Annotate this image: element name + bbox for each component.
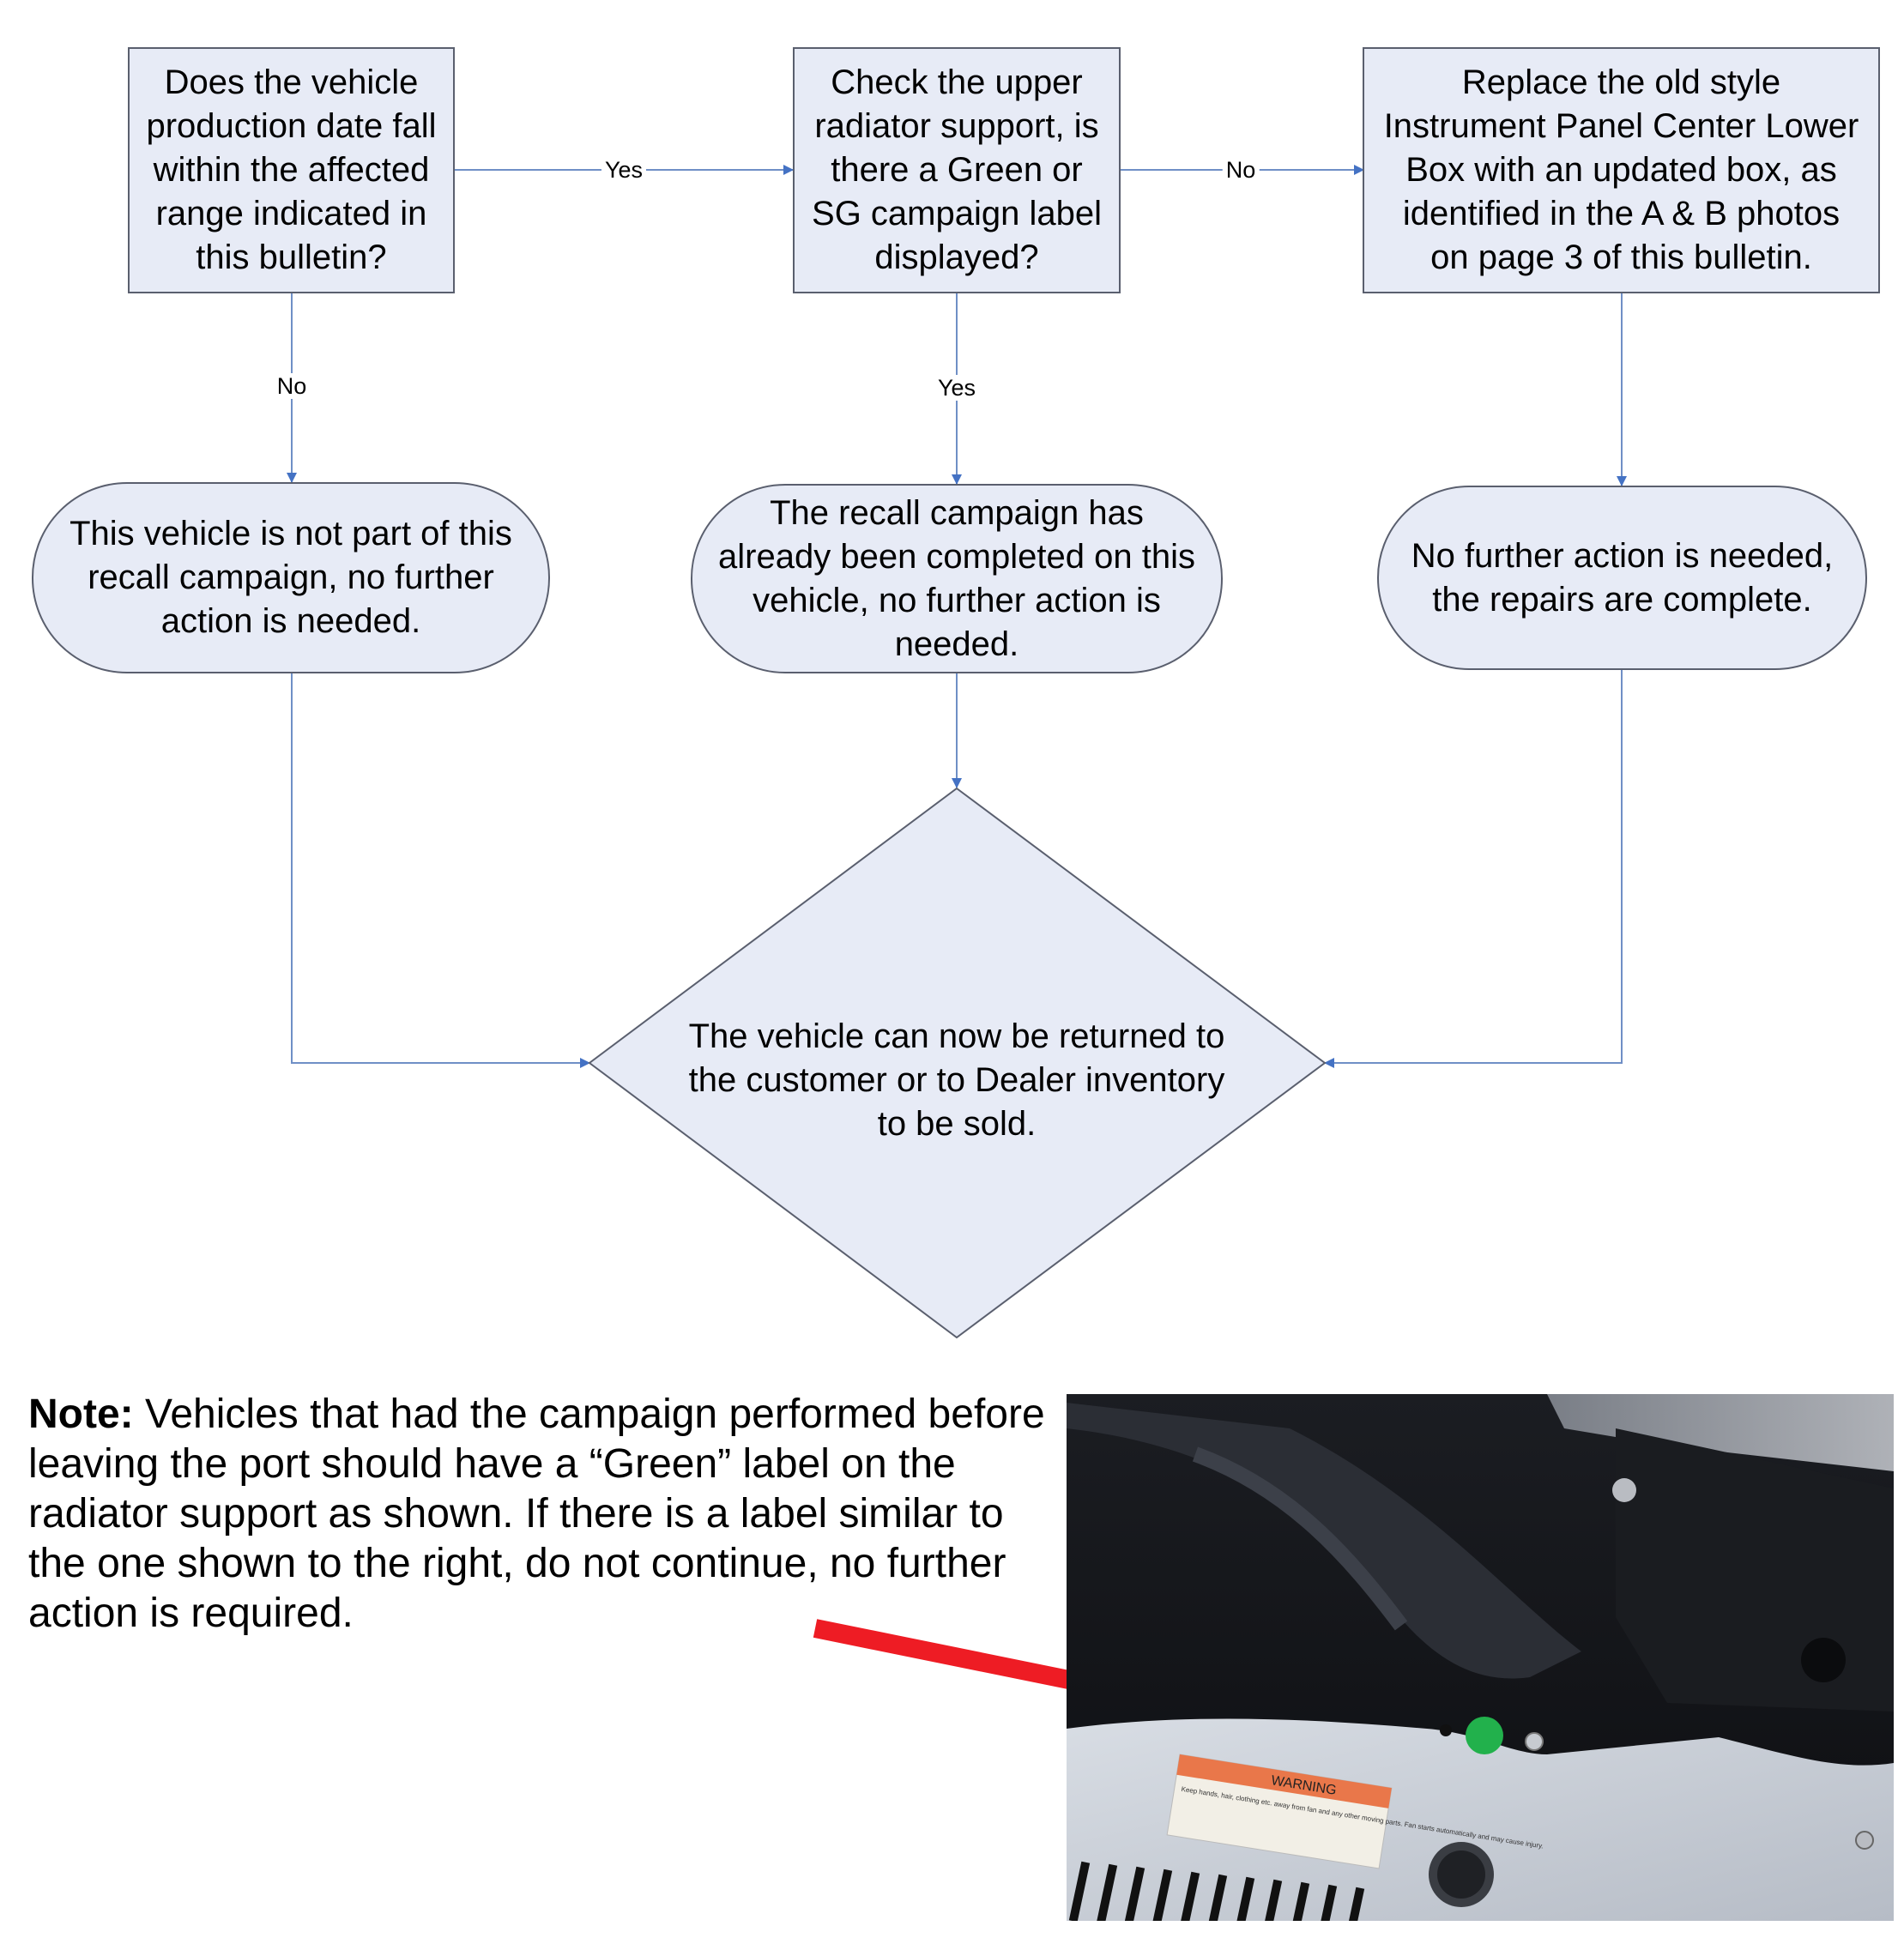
box-replace bbox=[1363, 47, 1880, 293]
green-label-dot bbox=[1466, 1717, 1503, 1754]
text-production-date: Does the vehicle production date fall wi… bbox=[146, 63, 437, 276]
text-repairs-complete: No further action is needed, the repairs… bbox=[1411, 536, 1834, 619]
note-prefix: Note: bbox=[28, 1392, 134, 1437]
edge-notpart-to-return bbox=[291, 673, 590, 1068]
edge-complete-to-return bbox=[1324, 669, 1623, 1068]
terminator-repairs-complete bbox=[1377, 486, 1867, 670]
terminator-not-part bbox=[32, 482, 550, 673]
diamond-return-vehicle bbox=[588, 787, 1327, 1339]
text-already-done: The recall campaign has already been com… bbox=[718, 493, 1195, 663]
text-replace: Replace the old style Instrument Panel C… bbox=[1383, 63, 1859, 276]
text-not-part: This vehicle is not part of this recall … bbox=[70, 515, 512, 640]
terminator-already-done bbox=[691, 484, 1223, 673]
box-production-date bbox=[128, 47, 455, 293]
text-return-vehicle: The vehicle can now be returned to the c… bbox=[688, 1017, 1225, 1143]
note-body: Vehicles that had the campaign performed… bbox=[28, 1392, 1045, 1636]
edge-label-no-2: No bbox=[273, 373, 311, 399]
connectors bbox=[287, 165, 1627, 1068]
edge-label-no-1: No bbox=[1222, 157, 1260, 183]
flowchart-canvas bbox=[32, 47, 1880, 1339]
edge-label-yes-2: Yes bbox=[934, 375, 980, 401]
box-label-check bbox=[793, 47, 1121, 293]
note-paragraph: Note: Vehicles that had the campaign per… bbox=[28, 1390, 1058, 1639]
photo-illustration: WARNING Keep hands, hair, clothing etc. … bbox=[1067, 1394, 1894, 1921]
grille-slots bbox=[1068, 1861, 1365, 1921]
edge-label-yes-1: Yes bbox=[601, 157, 647, 183]
text-label-check: Check the upper radiator support, is the… bbox=[812, 63, 1102, 276]
flowchart: Does the vehicle production date fall wi… bbox=[32, 47, 1880, 1339]
radiator-support-photo: WARNING Keep hands, hair, clothing etc. … bbox=[1067, 1394, 1894, 1921]
